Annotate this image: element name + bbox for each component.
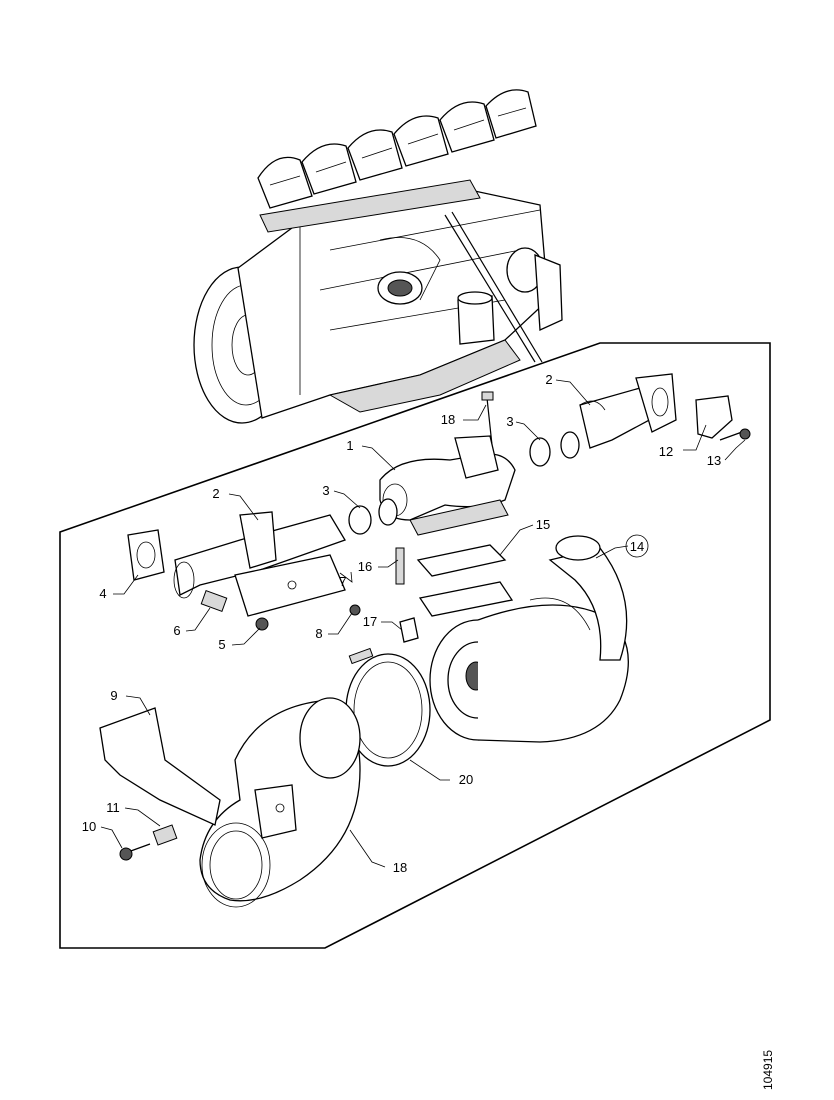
callout-2-left: 2 [212,486,219,501]
callout-3-right: 3 [506,414,513,429]
spacer-6 [200,590,228,612]
callout-labels: 1 2 2 3 3 4 5 6 7 8 9 10 11 12 13 14 15 … [82,372,721,875]
callout-1: 1 [346,438,353,453]
callout-13: 13 [707,453,721,468]
gaskets-15 [416,544,514,617]
callout-11: 11 [106,800,120,815]
callout-14: 14 [630,539,644,554]
outlet-elbow-19 [199,697,361,908]
engine-detail-leaders [444,211,543,363]
bracket-9 [99,707,221,826]
gasket-4 [127,529,165,581]
seal-ring-right [560,431,580,459]
callout-5: 5 [218,637,225,652]
clamp-ring-right [529,437,551,467]
callout-7: 7 [339,574,346,589]
bolt-10 [119,843,151,861]
callout-4: 4 [99,586,106,601]
callout-18-top: 18 [441,412,455,427]
callout-12: 12 [659,444,673,459]
turbocharger-14 [429,535,629,743]
spacer-11 [152,824,178,846]
exhaust-pipe-right [579,373,677,449]
seal-ring-left [378,498,398,526]
callout-leaders [100,379,746,868]
bracket-12 [695,395,733,439]
callout-18-bottom: 18 [393,860,407,875]
callout-6: 6 [173,623,180,638]
callout-16: 16 [358,559,372,574]
callout-8: 8 [315,626,322,641]
callout-9: 9 [110,688,117,703]
clip-17 [399,617,419,643]
mounting-flange [409,499,509,536]
figure-reference-number: 104915 [761,1050,775,1090]
bolt-13 [719,428,751,441]
callout-15: 15 [536,517,550,532]
cylinder-head-covers [257,89,537,209]
bolt-5 [255,617,269,631]
bolt-18-top [481,391,494,446]
exhaust-pipe-left [173,511,346,599]
callout-3-left: 3 [322,483,329,498]
heat-shield-7 [234,554,346,617]
stud-16 [395,547,405,585]
bolt-8 [349,604,361,616]
callout-10: 10 [82,819,96,834]
detail-frame [59,342,771,949]
callout-17: 17 [363,614,377,629]
callout-2-right: 2 [545,372,552,387]
clamp-ring-left [348,505,372,535]
engine-illustration [193,89,563,424]
callout-20: 20 [459,772,473,787]
elbow-pipe-1 [379,435,516,521]
callout-14-circle: 14 [625,534,649,558]
